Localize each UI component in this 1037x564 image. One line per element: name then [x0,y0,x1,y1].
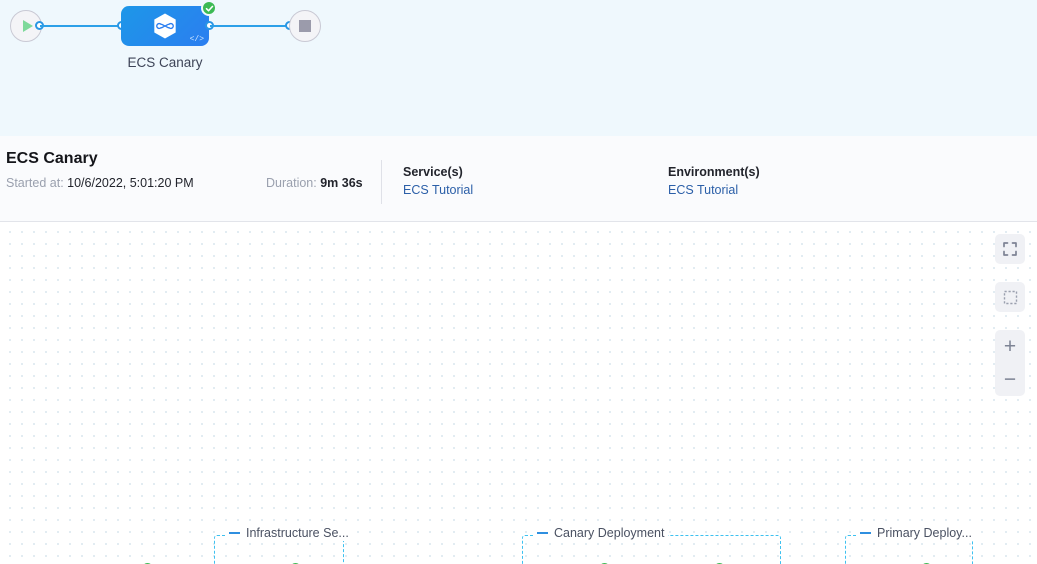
stage-group-title: Infrastructure Se... [246,526,349,540]
minimap-edge [40,25,122,27]
started-at: Started at: 10/6/2022, 5:01:20 PM [6,176,194,190]
services-link[interactable]: ECS Tutorial [403,183,474,197]
code-badge: </> [189,35,204,44]
stage-group-header[interactable]: Primary Deploy... [856,525,976,541]
zoom-in-button[interactable]: + [1003,334,1017,358]
started-at-label: Started at [6,176,61,190]
expand-fullscreen-icon [1003,242,1017,256]
zoom-controls[interactable]: + − [995,330,1025,396]
stage-group-infrastructure[interactable]: Infrastructure Se... [214,525,353,564]
duration-label: Duration [266,176,314,190]
stop-square-icon [299,20,311,32]
infinity-hexagon-icon [154,13,176,39]
collapse-dash-icon[interactable] [860,532,871,534]
stage-group-header[interactable]: Canary Deployment [533,525,669,541]
minimap-end-node[interactable] [289,10,321,42]
marquee-select-button[interactable] [995,282,1025,312]
pipeline-canvas[interactable]: Infrastructure Se... Canary Deployment P… [0,222,1037,564]
fullscreen-button[interactable] [995,234,1025,264]
services-header: Service(s) [403,165,463,179]
marquee-select-icon [1003,290,1017,304]
stage-group-primary-deployment[interactable]: Primary Deploy... [845,525,976,564]
stage-group-canary-deployment[interactable]: Canary Deployment [522,525,781,564]
environments-column: Environment(s) ECS Tutorial [668,165,760,197]
stage-group-title: Canary Deployment [554,526,665,540]
minimap-pipeline-node[interactable]: </> [121,6,209,46]
minimap-edge [210,25,290,27]
status-badge-success [201,0,217,16]
page-title: ECS Canary [6,150,98,167]
started-at-separator: : [60,176,68,190]
stage-group-title: Primary Deploy... [877,526,972,540]
minimap-node-label: ECS Canary [127,55,203,70]
environments-link[interactable]: ECS Tutorial [668,183,739,197]
duration-separator: : [313,176,321,190]
started-at-value: 10/6/2022, 5:01:20 PM [67,176,194,190]
environments-header: Environment(s) [668,165,760,179]
stage-group-header[interactable]: Infrastructure Se... [225,525,353,541]
zoom-out-button[interactable]: − [1003,367,1017,391]
duration-value: 9m 36s [320,176,363,190]
collapse-dash-icon[interactable] [229,532,240,534]
pipeline-minimap-banner: </> ECS Canary [0,0,1037,136]
play-icon [22,20,33,32]
check-icon [205,5,213,12]
vertical-divider [381,160,382,204]
execution-info-bar: ECS Canary Started at: 10/6/2022, 5:01:2… [0,136,1037,222]
services-column: Service(s) ECS Tutorial [403,165,473,197]
duration: Duration: 9m 36s [266,176,363,190]
collapse-dash-icon[interactable] [537,532,548,534]
